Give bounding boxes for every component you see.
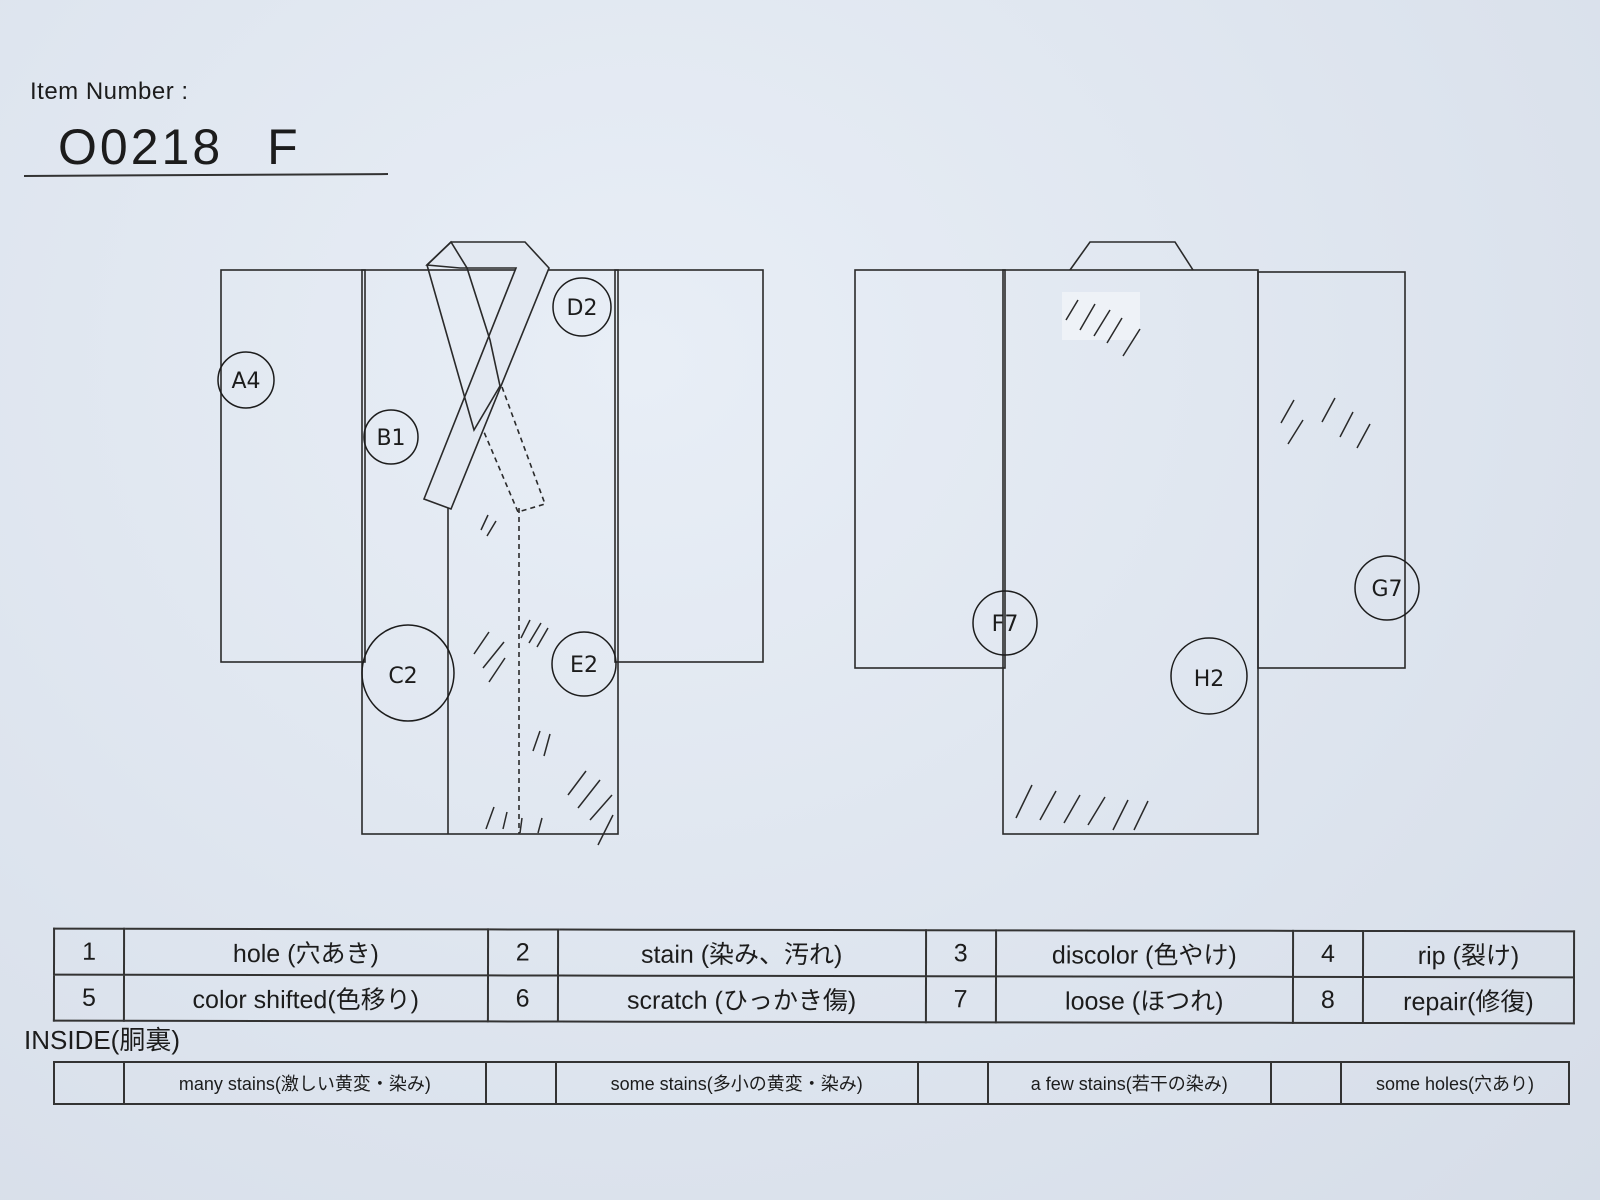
legend-text: color shifted(色移り) [123, 974, 488, 1022]
legend-text: scratch (ひっかき傷) [557, 975, 926, 1023]
legend-text: discolor (色やけ) [995, 930, 1294, 977]
back-left-sleeve [854, 269, 1006, 669]
inside-option: a few stains(若干の染み) [986, 1061, 1273, 1105]
legend-text: stain (染み、汚れ) [557, 929, 926, 977]
legend-row: 5 color shifted(色移り) 6 scratch (ひっかき傷) 7… [53, 974, 1574, 1024]
inside-checkbox-cell[interactable] [916, 1061, 989, 1105]
inside-option: some stains(多小の黄変・染み) [554, 1061, 919, 1105]
damage-marker-front-1: A4 [217, 351, 275, 409]
item-number-label: Item Number : [30, 78, 189, 105]
damage-marker-label: H2 [1194, 667, 1225, 692]
damage-marker-label: B1 [376, 426, 405, 451]
legend-num: 7 [925, 976, 996, 1023]
damage-marker-label: G7 [1371, 577, 1402, 602]
inside-checkbox-cell[interactable] [484, 1061, 557, 1105]
legend-num: 3 [925, 930, 996, 977]
front-right-sleeve [614, 269, 764, 663]
legend-row: 1 hole (穴あき) 2 stain (染み、汚れ) 3 discolor … [54, 928, 1575, 978]
item-number-value: O0218 F [58, 118, 301, 176]
kimono-front-diagram [220, 240, 764, 835]
back-body [1002, 269, 1259, 835]
legend-num: 2 [487, 929, 558, 976]
damage-marker-label: E2 [570, 653, 598, 678]
legend-text: rip (裂け) [1362, 930, 1575, 978]
patch-label [1062, 292, 1140, 340]
damage-marker-back-3: H2 [1170, 637, 1248, 715]
front-underlap-collar [483, 386, 547, 513]
back-collar [1069, 241, 1194, 271]
inside-checkbox-cell[interactable] [53, 1061, 125, 1105]
damage-marker-front-4: D2 [552, 277, 612, 337]
item-number-suffix: F [267, 119, 301, 175]
damage-marker-label: D2 [567, 296, 598, 321]
front-collar-right [422, 241, 550, 511]
scratch-marks [473, 299, 1371, 846]
damage-marker-front-3: C2 [361, 624, 455, 722]
back-right-sleeve [1257, 271, 1406, 669]
inside-section-title: INSIDE(胴裏) [24, 1025, 181, 1055]
damage-marker-front-2: B1 [363, 409, 419, 465]
front-left-sleeve [220, 269, 366, 663]
legend-text: loose (ほつれ) [995, 976, 1293, 1023]
item-number-code: O0218 [58, 119, 224, 175]
inside-option: some holes(穴あり) [1340, 1061, 1570, 1105]
damage-marker-label: F7 [992, 612, 1019, 637]
legend-num: 5 [53, 974, 125, 1021]
damage-marker-front-5: E2 [551, 631, 617, 697]
front-collar-left [426, 240, 501, 433]
legend-num: 4 [1292, 930, 1364, 977]
damage-marker-label: A4 [231, 369, 260, 394]
legend-num: 6 [487, 975, 558, 1022]
legend-text: repair(修復) [1362, 976, 1574, 1024]
damage-marker-back-1: F7 [972, 590, 1038, 656]
inside-lining-table: many stains(激しい黄変・染み) some stains(多小の黄変・… [53, 1061, 1570, 1105]
kimono-back-diagram [854, 241, 1406, 835]
legend-num: 8 [1292, 976, 1363, 1023]
damage-legend-table: 1 hole (穴あき) 2 stain (染み、汚れ) 3 discolor … [53, 928, 1575, 1025]
damage-marker-back-2: G7 [1354, 555, 1420, 621]
damage-marker-label: C2 [388, 664, 417, 689]
front-body [361, 269, 619, 835]
inside-option: many stains(激しい黄変・染み) [123, 1061, 487, 1105]
legend-num: 1 [54, 928, 125, 975]
legend-text: hole (穴あき) [124, 928, 488, 976]
inside-checkbox-cell[interactable] [1270, 1061, 1343, 1105]
inside-row: many stains(激しい黄変・染み) some stains(多小の黄変・… [53, 1061, 1570, 1105]
